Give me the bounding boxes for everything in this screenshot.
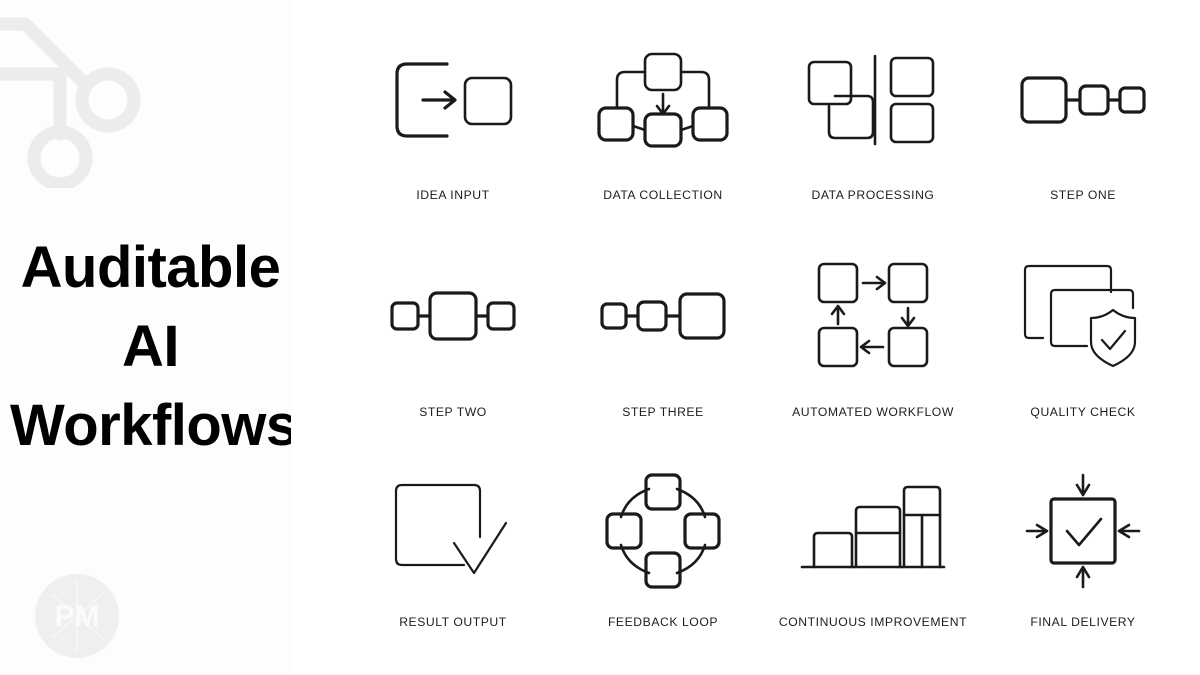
final-delivery-icon — [993, 461, 1173, 601]
idea-input-icon — [363, 30, 543, 170]
icon-cell-step-one[interactable]: STEP ONE — [978, 12, 1188, 229]
icon-label: STEP TWO — [419, 404, 487, 419]
quality-check-icon — [993, 245, 1173, 385]
icon-cell-idea-input[interactable]: IDEA INPUT — [348, 12, 558, 229]
icon-cell-continuous-improvement[interactable]: CONTINUOUS IMPROVEMENT — [768, 445, 978, 662]
icon-cell-final-delivery[interactable]: FINAL DELIVERY — [978, 445, 1188, 662]
icon-label: STEP ONE — [1050, 188, 1116, 202]
icon-label: IDEA INPUT — [416, 188, 490, 202]
data-processing-icon — [783, 30, 963, 170]
left-panel: PM Auditable AI Workflows — [0, 0, 291, 675]
circuit-node-graphic — [0, 17, 141, 188]
icon-cell-result-output[interactable]: RESULT OUTPUT — [348, 445, 558, 662]
icon-label: RESULT OUTPUT — [399, 615, 507, 630]
page-title: Auditable AI Workflows — [10, 228, 291, 465]
icon-label: STEP THREE — [622, 404, 704, 419]
data-collection-icon — [573, 30, 753, 170]
step-one-icon — [993, 30, 1173, 170]
icon-label: CONTINUOUS IMPROVEMENT — [778, 615, 968, 630]
automated-workflow-icon — [783, 245, 963, 385]
feedback-loop-icon — [573, 461, 753, 601]
title-line-2: AI — [122, 314, 180, 379]
icon-label: DATA COLLECTION — [603, 188, 723, 202]
title-line-3: Workflows — [10, 393, 291, 458]
icon-cell-step-two[interactable]: STEP TWO — [348, 229, 558, 446]
result-output-icon — [363, 461, 543, 601]
icon-grid: IDEA INPUT DATA COLLECTION — [348, 12, 1188, 662]
icon-cell-automated-workflow[interactable]: AUTOMATED WORKFLOW — [768, 229, 978, 446]
step-three-icon — [573, 245, 753, 385]
icon-label: QUALITY CHECK — [1030, 404, 1136, 419]
icon-label: FINAL DELIVERY — [1030, 615, 1136, 630]
icon-cell-data-collection[interactable]: DATA COLLECTION — [558, 12, 768, 229]
icon-label: DATA PROCESSING — [811, 188, 935, 202]
brand-badge: PM — [35, 574, 119, 658]
icon-cell-step-three[interactable]: STEP THREE — [558, 229, 768, 446]
icon-label: AUTOMATED WORKFLOW — [792, 404, 954, 419]
step-two-icon — [363, 245, 543, 385]
brand-badge-text: PM — [55, 600, 100, 633]
icon-cell-data-processing[interactable]: DATA PROCESSING — [768, 12, 978, 229]
title-line-1: Auditable — [20, 235, 281, 300]
icon-label: FEEDBACK LOOP — [607, 615, 719, 630]
icon-cell-quality-check[interactable]: QUALITY CHECK — [978, 229, 1188, 446]
continuous-improvement-icon — [783, 461, 963, 601]
icon-cell-feedback-loop[interactable]: FEEDBACK LOOP — [558, 445, 768, 662]
